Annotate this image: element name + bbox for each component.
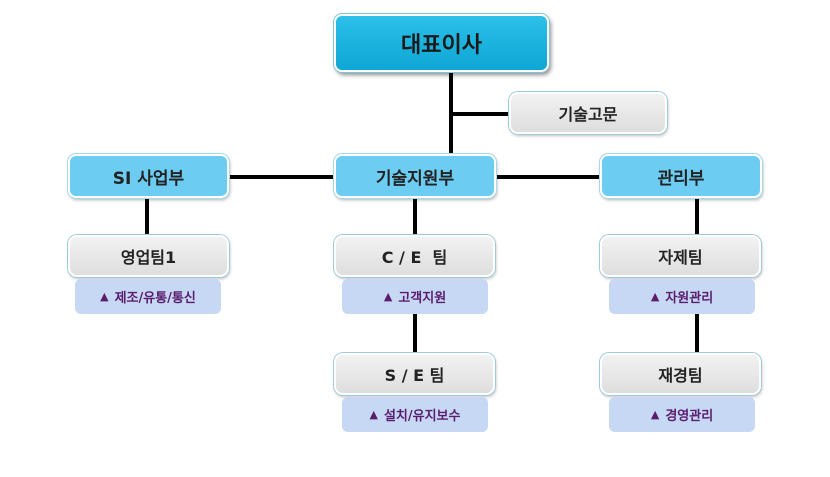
advisor-box: 기술고문 [509, 92, 667, 134]
triangle-icon: ▲ [383, 290, 393, 303]
connector-ce-se [413, 314, 417, 354]
ceo-box: 대표이사 [334, 14, 549, 72]
team-finance-role-label: 경영관리 [665, 409, 714, 424]
ceo-label: 대표이사 [401, 33, 482, 58]
dept-tech-support-label: 기술지원부 [375, 168, 455, 189]
team-materials-role-label: 자원관리 [665, 291, 714, 306]
dept-tech-support-box: 기술지원부 [334, 154, 496, 198]
team-finance-role: ▲ 경영관리 [609, 397, 755, 432]
triangle-icon: ▲ [369, 408, 378, 421]
team-se-label: S / E 팀 [384, 366, 445, 385]
connector-tech-ce [413, 198, 417, 236]
team-ce-role-label: 고객지원 [398, 291, 447, 306]
triangle-icon: ▲ [100, 290, 109, 303]
team-sales1-role-label: 제조/유통/통신 [114, 291, 196, 306]
team-sales1-label: 영업팀1 [120, 248, 177, 267]
triangle-icon: ▲ [650, 408, 660, 421]
connector-materials-finance [695, 314, 699, 354]
connector-mgmt-materials [695, 198, 699, 236]
dept-si-box: SI 사업부 [68, 154, 229, 198]
connector-si-sales [145, 198, 149, 236]
team-ce-role: ▲ 고객지원 [342, 279, 488, 314]
team-finance-label: 재경팀 [658, 366, 703, 385]
connector-advisor [451, 112, 510, 116]
dept-management-label: 관리부 [657, 168, 705, 189]
dept-si-label: SI 사업부 [112, 168, 185, 189]
dept-management-box: 관리부 [600, 154, 762, 198]
team-sales1-box: 영업팀1 [68, 235, 229, 277]
team-materials-box: 자제팀 [600, 235, 761, 277]
advisor-label: 기술고문 [558, 105, 618, 124]
team-se-role-label: 설치/유지보수 [383, 409, 461, 424]
team-ce-box: C / E 팀 [334, 235, 495, 277]
team-materials-label: 자제팀 [658, 248, 703, 267]
team-se-box: S / E 팀 [334, 353, 495, 395]
team-materials-role: ▲ 자원관리 [609, 279, 755, 314]
team-finance-box: 재경팀 [600, 353, 761, 395]
team-sales1-role: ▲ 제조/유통/통신 [75, 279, 221, 314]
triangle-icon: ▲ [650, 290, 660, 303]
team-ce-label: C / E 팀 [381, 248, 448, 267]
team-se-role: ▲ 설치/유지보수 [342, 397, 488, 432]
